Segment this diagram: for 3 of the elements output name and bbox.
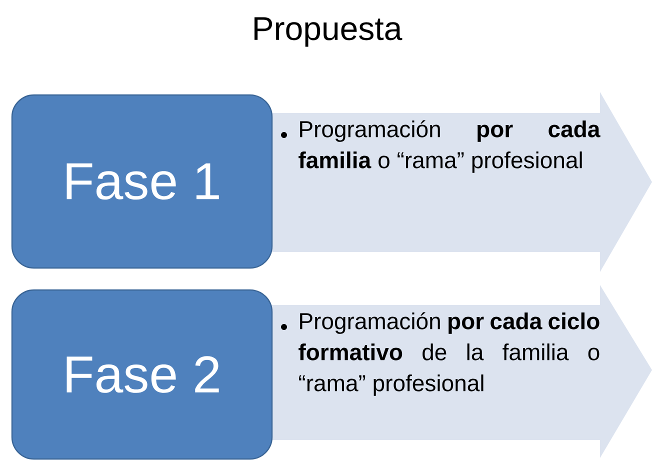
phase-box: Fase 1 [11,94,273,269]
phase-box: Fase 2 [11,289,273,460]
title: Propuesta [254,17,402,47]
